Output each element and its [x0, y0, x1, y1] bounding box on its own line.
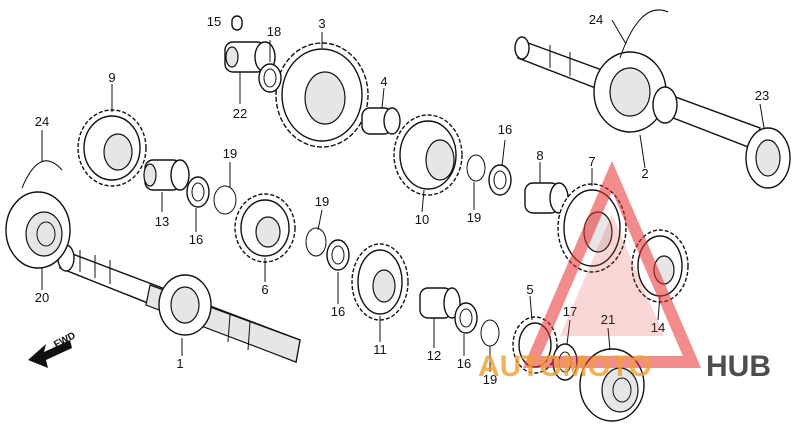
watermark-logo: [522, 160, 702, 368]
callout-12: 12: [427, 348, 441, 363]
callout-24a: 24: [35, 114, 49, 129]
callout-4: 4: [380, 74, 387, 89]
callout-21: 21: [601, 312, 615, 327]
callout-19d: 19: [483, 372, 497, 387]
callout-2: 2: [641, 166, 648, 181]
callout-1: 1: [176, 356, 183, 371]
forward-arrow-icon: [28, 340, 72, 368]
callout-18: 18: [267, 24, 281, 39]
bushing-12-part: [419, 287, 461, 319]
callout-23: 23: [755, 88, 769, 103]
callout-6: 6: [261, 282, 268, 297]
bushing-13-part: [143, 159, 190, 191]
callout-labels: 1 2 3 4 5 6 7 8 9 10 11 12 13 14 15 16 1…: [35, 12, 769, 387]
pin-15-part: [231, 15, 243, 31]
callout-19c: 19: [467, 210, 481, 225]
callout-24b: 24: [589, 12, 603, 27]
callout-14: 14: [651, 320, 665, 335]
callout-16b: 16: [331, 304, 345, 319]
callout-17: 17: [563, 304, 577, 319]
set-ring-24a-part: [21, 160, 63, 189]
callout-7: 7: [588, 154, 595, 169]
callout-16d: 16: [457, 356, 471, 371]
mainshaft-part: [57, 244, 301, 363]
circlip-19c-part: [466, 154, 486, 182]
callout-19b: 19: [315, 194, 329, 209]
callout-15: 15: [207, 14, 221, 29]
leader-lines: [41, 19, 765, 372]
watermark-text-hub: HUB: [706, 350, 771, 383]
gear-10-part: [393, 114, 463, 196]
warning-triangle-icon: [522, 160, 702, 368]
gear-9-part: [77, 109, 147, 187]
callout-11: 11: [373, 342, 387, 357]
callout-13: 13: [155, 214, 169, 229]
callout-3: 3: [318, 16, 325, 31]
countershaft-part: [514, 36, 761, 151]
watermark-text-automoto: AUTOMOTO: [478, 350, 652, 383]
callout-22: 22: [233, 106, 247, 121]
callout-16c: 16: [498, 122, 512, 137]
callout-19a: 19: [223, 146, 237, 161]
washer-18-part: [258, 63, 282, 93]
circlip-19d-part: [480, 319, 500, 347]
forward-direction-indicator: FWD: [28, 330, 78, 368]
callout-20: 20: [35, 290, 49, 305]
circlip-19a-part: [213, 185, 237, 215]
bushing-8-part: [524, 182, 569, 214]
washer-16a-part: [186, 176, 210, 208]
washer-16c-part: [488, 164, 512, 196]
bearing-20-part: [5, 191, 71, 269]
set-ring-24b-part: [619, 9, 669, 59]
bushing-4-part: [361, 107, 401, 135]
gear-11-part: [351, 243, 409, 321]
callout-16a: 16: [189, 232, 203, 247]
callout-9: 9: [108, 70, 115, 85]
gear-6-part: [234, 193, 296, 263]
oil-seal-23-part: [745, 127, 791, 189]
circlip-19b-part: [305, 227, 327, 257]
callout-10: 10: [415, 212, 429, 227]
callout-5: 5: [526, 282, 533, 297]
gear-3-part: [275, 42, 369, 148]
collar-22-part: [224, 41, 276, 73]
washer-16b-part: [326, 239, 350, 271]
washer-16d-part: [454, 302, 478, 334]
callout-8: 8: [536, 148, 543, 163]
